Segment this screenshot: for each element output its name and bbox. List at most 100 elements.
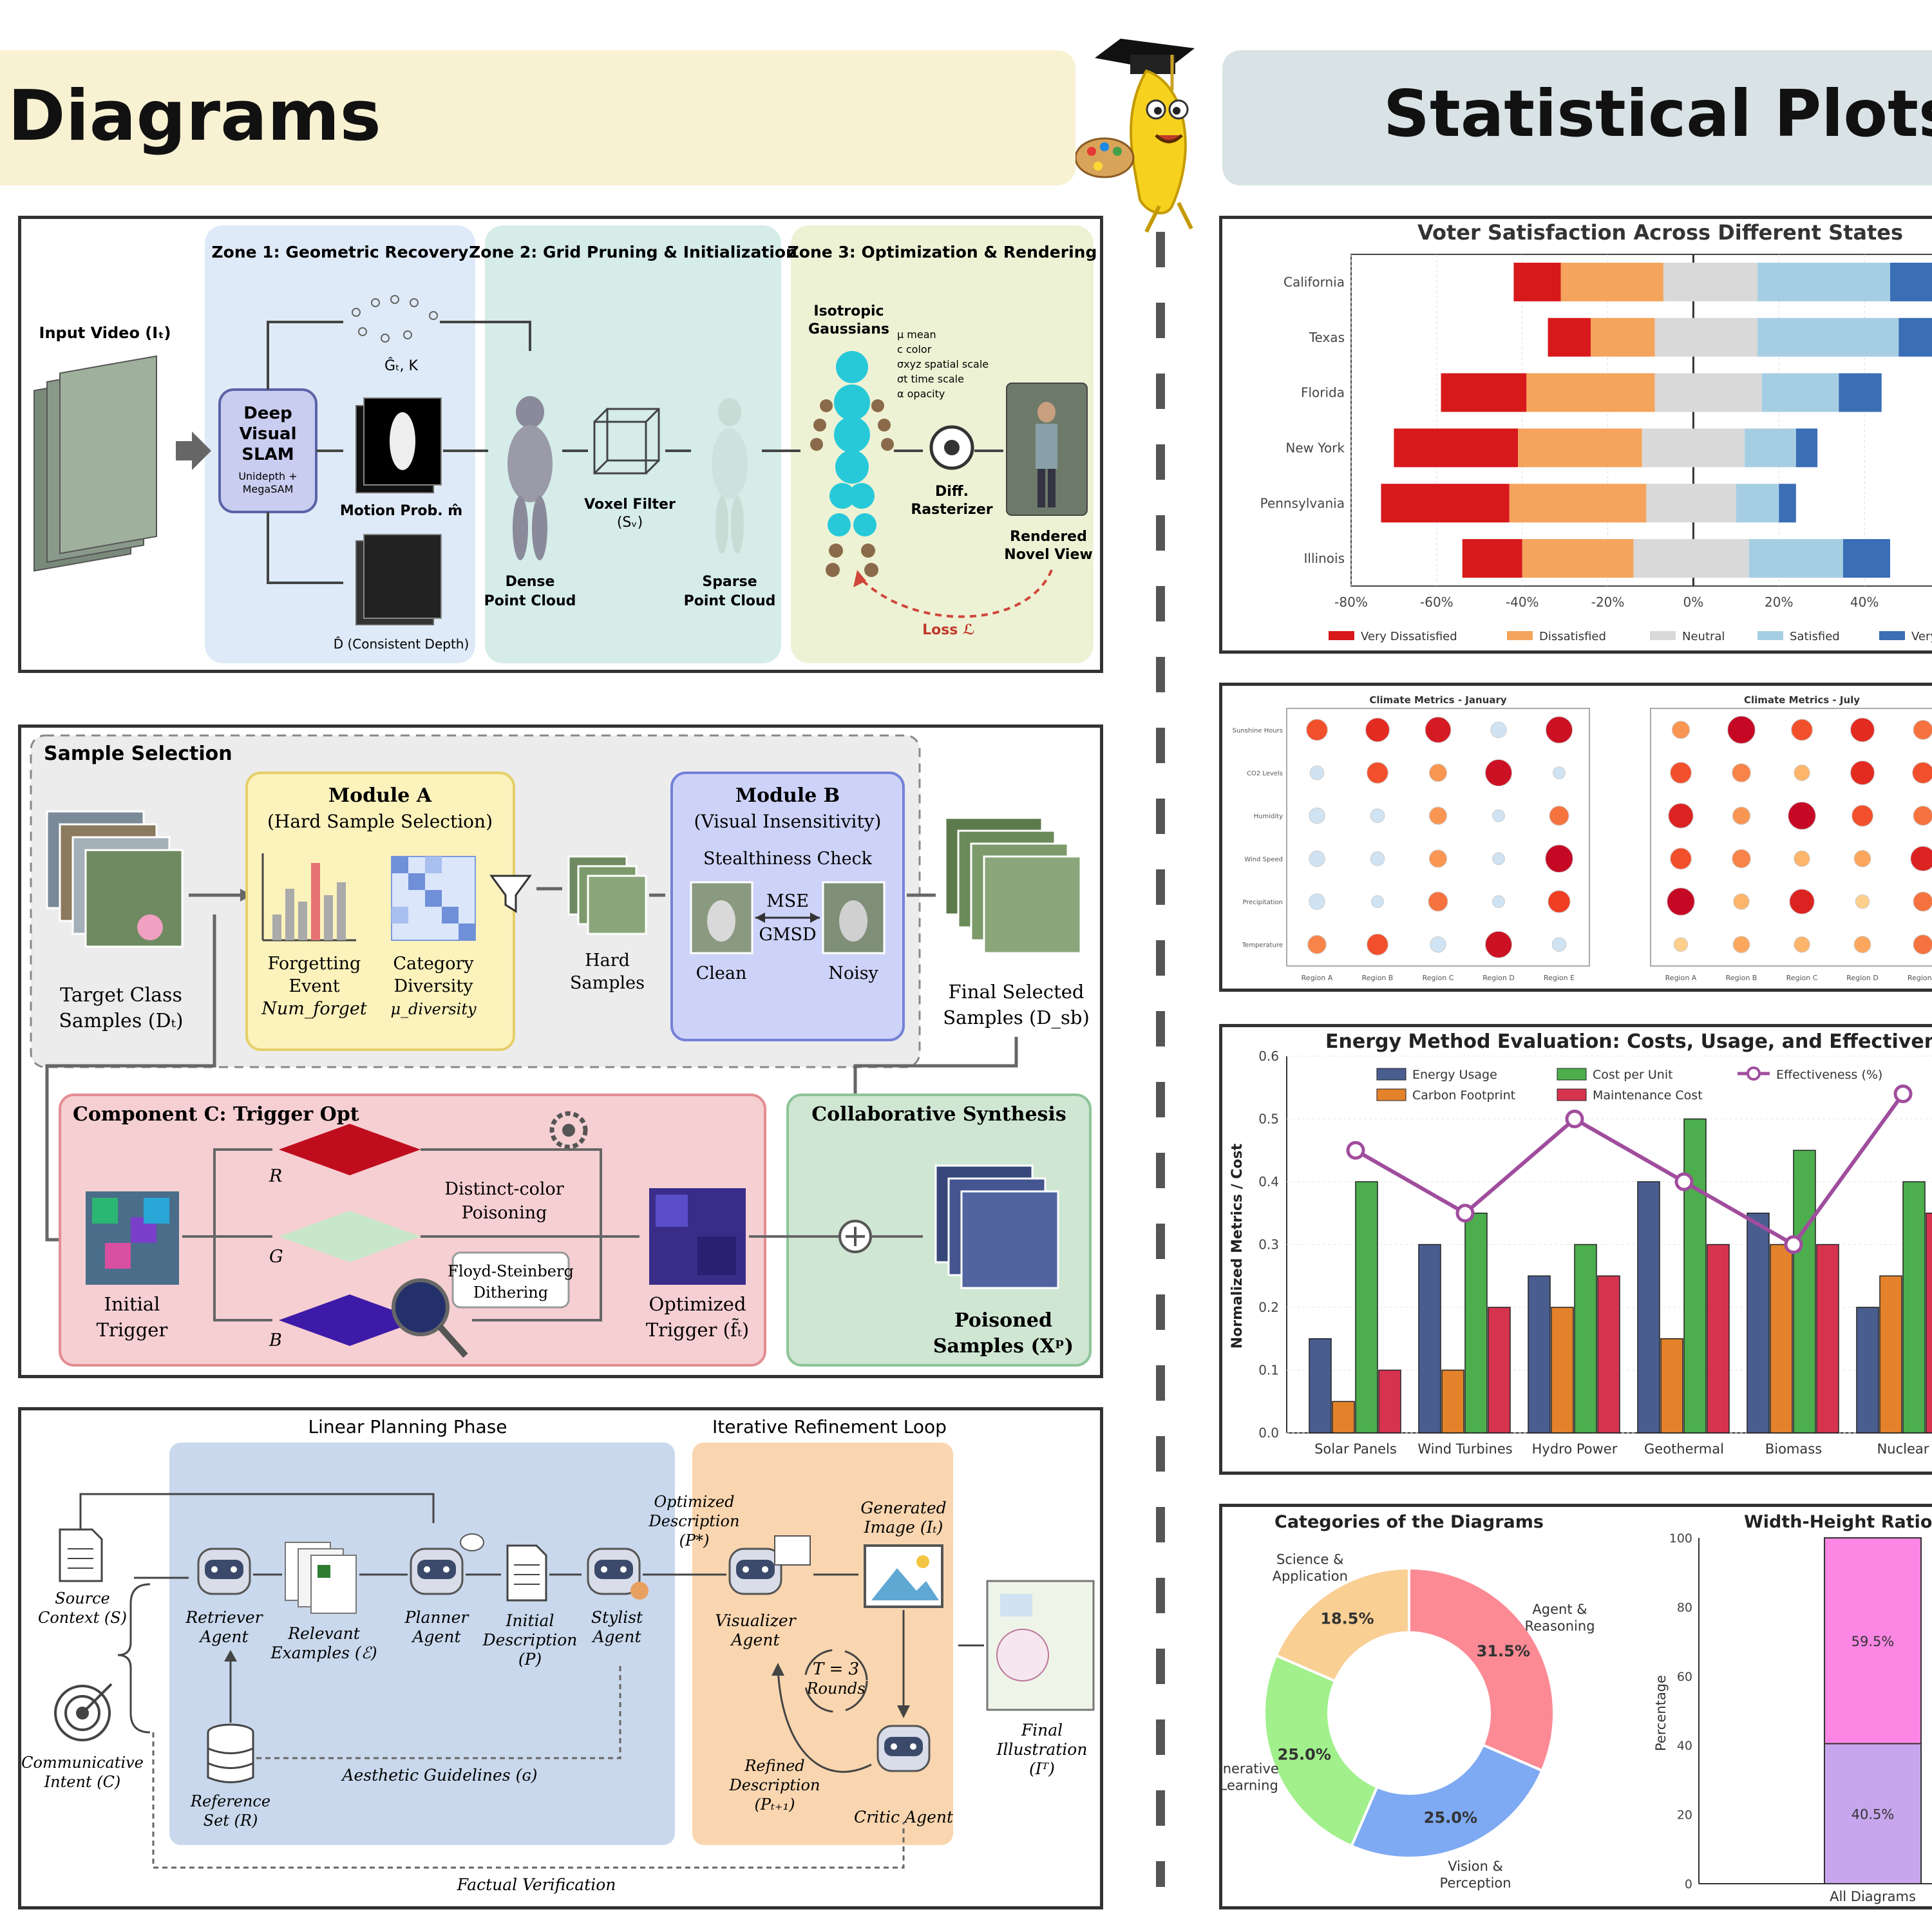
slam-sub-2: MegaSAM — [243, 483, 294, 495]
category-label-1: Category — [393, 954, 474, 974]
bubble — [1853, 849, 1871, 867]
component-c-box — [59, 1094, 766, 1367]
loop-icon — [804, 1649, 868, 1713]
generated-label-1: Generated — [860, 1499, 946, 1517]
category-label: Illinois — [1304, 551, 1345, 566]
x-tick-label: Region C — [1786, 974, 1818, 982]
y-tick-label: 0.0 — [1258, 1425, 1279, 1441]
bubble — [1794, 936, 1810, 953]
magnifier-icon — [392, 1278, 468, 1358]
chart-title: Climate Metrics - January — [1369, 694, 1506, 706]
target-icon — [54, 1683, 113, 1741]
x-tick-label: Region B — [1726, 974, 1757, 982]
plus-circle-icon — [838, 1220, 872, 1253]
bar-segment — [1745, 428, 1796, 468]
legend-swatch — [1879, 631, 1905, 640]
document-icon — [59, 1528, 103, 1582]
bar-segment — [1761, 373, 1839, 412]
final-ill-label-2: Illustration — [996, 1740, 1088, 1759]
bar — [1332, 1401, 1355, 1434]
rounds-label-2: Rounds — [806, 1680, 865, 1698]
bubble — [1307, 934, 1327, 954]
x-tick-label: Region A — [1665, 974, 1697, 982]
bar — [1574, 1244, 1597, 1434]
bubble — [1910, 846, 1932, 872]
bar-segment — [1757, 262, 1890, 301]
bar-segment — [1560, 262, 1663, 301]
voxel-label-2: (Sᵥ) — [617, 515, 643, 531]
bar — [1418, 1244, 1441, 1434]
loss-label: Loss ℒ — [922, 622, 975, 638]
bar-segment — [1839, 373, 1882, 412]
planner-agent-icon — [410, 1533, 484, 1595]
component-c-title: Component C: Trigger Opt — [73, 1103, 359, 1126]
chart-title: Width-Height Ratio Dis — [1744, 1512, 1932, 1532]
statistical-plots-title: Statistical Plots — [1383, 76, 1932, 151]
bar — [1309, 1338, 1332, 1434]
retriever-agent-icon — [197, 1548, 251, 1595]
final-selected-images — [944, 817, 1082, 954]
bubble — [1306, 719, 1328, 741]
plot-frame — [1650, 708, 1932, 967]
line-marker — [1674, 1172, 1694, 1191]
diagram-3d-reconstruction: Zone 1: Geometric Recovery Zone 2: Grid … — [18, 216, 1103, 673]
slice-label: 31.5% — [1477, 1642, 1530, 1660]
bubble — [1667, 887, 1695, 916]
linear-phase-title: Linear Planning Phase — [308, 1416, 507, 1437]
y-tick-label: 100 — [1669, 1531, 1692, 1546]
noisy-label: Noisy — [828, 963, 878, 983]
legend-swatch — [1557, 1088, 1587, 1101]
bubble — [1553, 766, 1566, 779]
bar-segment — [1509, 484, 1647, 523]
bubble — [1365, 717, 1390, 743]
arrow-icon — [176, 431, 211, 470]
line-marker — [1565, 1110, 1584, 1128]
module-b-box — [670, 772, 905, 1041]
visualizer-label-2: Agent — [730, 1631, 781, 1649]
bubble — [1492, 895, 1505, 908]
x-tick-label: -20% — [1591, 594, 1625, 610]
bubble — [1670, 762, 1692, 784]
x-tick-label: -80% — [1334, 594, 1368, 610]
bar — [1707, 1244, 1730, 1434]
input-video-label: Input Video (Iₜ) — [39, 324, 171, 342]
bubble — [1912, 762, 1932, 784]
bar — [1551, 1307, 1574, 1434]
legend-label: Neutral — [1682, 630, 1725, 643]
bar-segment — [1381, 484, 1510, 523]
bubble — [1913, 891, 1932, 912]
bar-segment — [1522, 539, 1634, 578]
rounds-label-1: T = 3 — [813, 1660, 859, 1679]
bar-segment — [1663, 262, 1758, 301]
final-label-2: Samples (D_sb) — [943, 1007, 1090, 1029]
slice-name: Vision & — [1448, 1859, 1503, 1874]
bubble — [1309, 893, 1325, 910]
bubble — [1370, 851, 1385, 866]
bar — [1528, 1275, 1551, 1434]
bar — [1441, 1369, 1464, 1434]
description-doc-icon — [506, 1544, 547, 1602]
bubble — [1548, 890, 1571, 913]
refined-label-2: Description — [729, 1776, 820, 1794]
banana-mascot-icon — [1075, 39, 1195, 233]
module-a-title: Module A — [328, 784, 432, 807]
bar — [1856, 1307, 1879, 1434]
critic-agent-icon — [876, 1725, 931, 1772]
slice-label: 25.0% — [1424, 1809, 1477, 1827]
collab-title: Collaborative Synthesis — [811, 1103, 1066, 1126]
bubble — [1732, 806, 1751, 825]
slice-label: 18.5% — [1320, 1610, 1374, 1628]
bubble — [1727, 715, 1756, 744]
optimized-label-1: Optimized — [649, 1293, 746, 1315]
bar-segment — [1518, 428, 1642, 468]
factual-label: Factual Verification — [457, 1875, 616, 1894]
y-tick-label: 60 — [1677, 1670, 1692, 1684]
y-tick-label: 40 — [1677, 1739, 1692, 1753]
bar-segment — [1736, 484, 1779, 523]
plot-frame — [1286, 708, 1590, 967]
rendered-label-2: Novel View — [1004, 547, 1092, 563]
rendered-label-1: Rendered — [1010, 529, 1087, 545]
slam-label-1: Deep — [243, 404, 292, 423]
zone3-label: Zone 3: Optimization & Rendering — [788, 243, 1097, 261]
